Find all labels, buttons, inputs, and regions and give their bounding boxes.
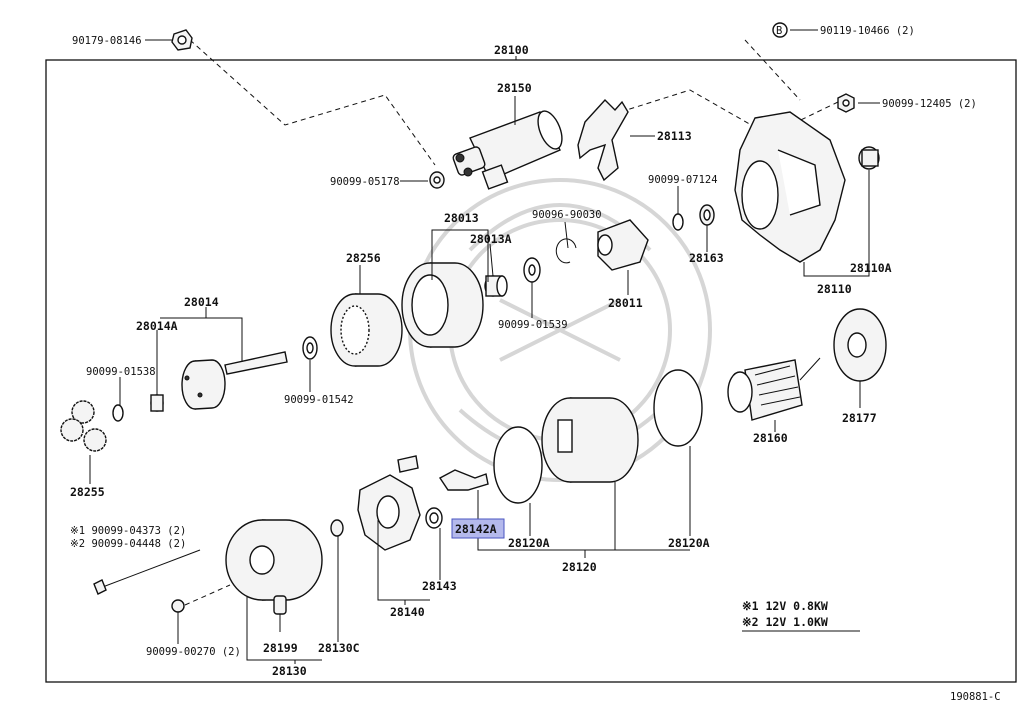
highlight-28142A — [451, 518, 505, 539]
armature-28160 — [727, 357, 821, 421]
washer-90099-01538 — [112, 394, 164, 422]
label-28177: 28177 — [842, 411, 877, 425]
label-28150: 28150 — [497, 81, 532, 95]
nut-90179-08146 — [171, 29, 193, 51]
label-28160: 28160 — [753, 431, 788, 445]
notes-box: ※1 12V 0.8KW ※2 12V 1.0KW — [742, 599, 860, 632]
assembly-frame — [45, 59, 1017, 683]
washer-90099-01542 — [302, 336, 318, 360]
label-bolt-2: ※2 90099-04448 (2) — [70, 538, 186, 550]
label-28256: 28256 — [346, 251, 381, 265]
clip-90096-90030 — [555, 238, 577, 264]
dashed-leader-nut — [779, 101, 839, 131]
grommet-28199 — [273, 595, 287, 632]
label-28120A-1: 28120A — [508, 536, 550, 550]
assembly-label: 28100 — [494, 43, 529, 57]
label-28130: 28130 — [272, 664, 307, 678]
end-frame-28130 — [225, 519, 323, 601]
label-28140: 28140 — [390, 605, 425, 619]
label-28110A: 28110A — [850, 261, 892, 275]
clutch-28011 — [597, 219, 649, 271]
dashed-leader-bolt-b — [744, 39, 801, 101]
label-90099-07124: 90099-07124 — [648, 174, 718, 186]
ring-90099-07124 — [672, 213, 684, 231]
label-28013A: 28013A — [470, 232, 512, 246]
label-28110: 28110 — [817, 282, 852, 296]
spring-28143 — [425, 507, 443, 529]
label-90119-10466: 90119-10466 (2) — [820, 25, 915, 37]
figure-code: 190881-C — [950, 691, 1001, 703]
leader-lines — [89, 29, 880, 664]
screw-90099-00270 — [171, 599, 185, 640]
label-28163: 28163 — [689, 251, 724, 265]
o-ring-28120A-2 — [653, 369, 703, 447]
label-28143: 28143 — [422, 579, 457, 593]
dashed-leader-solenoid — [189, 39, 436, 166]
collar-28130C — [330, 519, 344, 537]
dashed-leader-lever — [594, 89, 761, 131]
note-2: ※2 12V 1.0KW — [742, 615, 828, 629]
nut-90099-12405 — [837, 93, 855, 113]
label-90099-00270: 90099-00270 (2) — [146, 646, 241, 658]
label-28199: 28199 — [263, 641, 298, 655]
o-ring-28120A-1 — [493, 426, 543, 504]
gears-28255 — [60, 400, 107, 452]
note-1: ※1 12V 0.8KW — [742, 599, 828, 613]
label-28011: 28011 — [608, 296, 643, 310]
label-90099-01542: 90099-01542 — [284, 394, 354, 406]
label-90099-12405: 90099-12405 (2) — [882, 98, 977, 110]
label-28142A: 28142A — [455, 522, 497, 536]
yoke-28120 — [541, 397, 639, 483]
collar-28163 — [699, 204, 715, 226]
label-28013: 28013 — [444, 211, 479, 225]
dashed-leader-screw — [184, 584, 231, 606]
label-28130C: 28130C — [318, 641, 360, 655]
washer-90099-01539 — [523, 257, 541, 283]
label-28113: 28113 — [657, 129, 692, 143]
bushing-28110A — [858, 146, 880, 170]
gear-housing-28256 — [330, 293, 403, 367]
label-90099-05178: 90099-05178 — [330, 176, 400, 188]
solenoid-28150 — [452, 110, 563, 190]
nut-90099-05178 — [429, 171, 445, 189]
label-28014: 28014 — [184, 295, 219, 309]
label-90179-08146: 90179-08146 — [72, 35, 142, 47]
label-bolt-1: ※1 90099-04373 (2) — [70, 525, 186, 537]
label-90096-90030: 90096-90030 — [532, 209, 602, 221]
label-90099-01538: 90099-01538 — [86, 366, 156, 378]
label-90099-01539: 90099-01539 — [498, 319, 568, 331]
lever-28113 — [577, 98, 629, 182]
svg-text:B: B — [776, 25, 782, 37]
plate-28177 — [833, 308, 887, 382]
label-28014A: 28014A — [136, 319, 178, 333]
label-28120: 28120 — [562, 560, 597, 574]
gear-case-28013 — [401, 262, 484, 348]
housing-28110 — [734, 111, 846, 263]
spring-28142A — [438, 469, 489, 491]
label-28255: 28255 — [70, 485, 105, 499]
part-labels: 90179-08146 90119-10466 (2) 28150 28113 … — [70, 25, 977, 678]
label-28120A-2: 28120A — [668, 536, 710, 550]
callout-b: B — [772, 22, 788, 38]
bushing-28013A — [484, 275, 508, 297]
shaft-28014 — [181, 351, 288, 410]
through-bolts — [93, 549, 201, 595]
brush-holder-28140 — [357, 455, 421, 551]
